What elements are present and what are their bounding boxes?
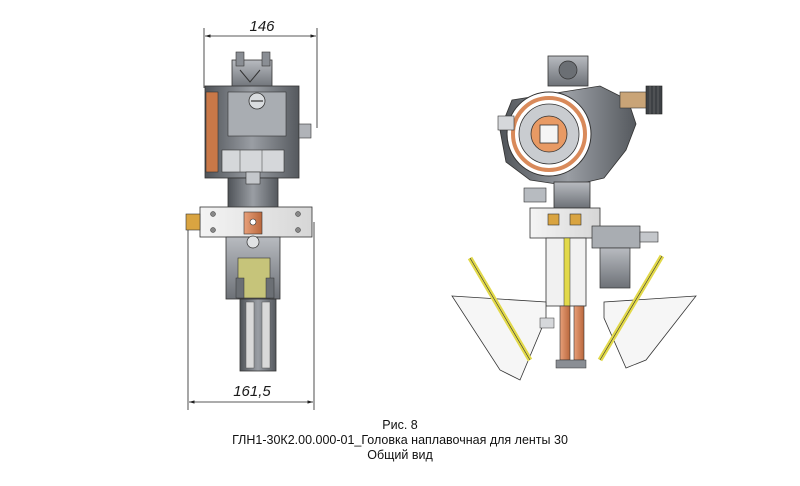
dimension-top-label: 146	[249, 18, 275, 35]
front-view	[185, 51, 313, 372]
dimension-top: 146	[203, 18, 318, 128]
figure-subtitle: Общий вид	[367, 448, 433, 462]
figure-number: Рис. 8	[382, 418, 418, 432]
dimension-bottom-label: 161,5	[233, 383, 271, 400]
side-view	[451, 55, 697, 381]
dimension-bottom: 161,5	[187, 222, 315, 410]
figure-title: ГЛН1-30К2.00.000-01_Головка наплавочная …	[232, 433, 568, 447]
